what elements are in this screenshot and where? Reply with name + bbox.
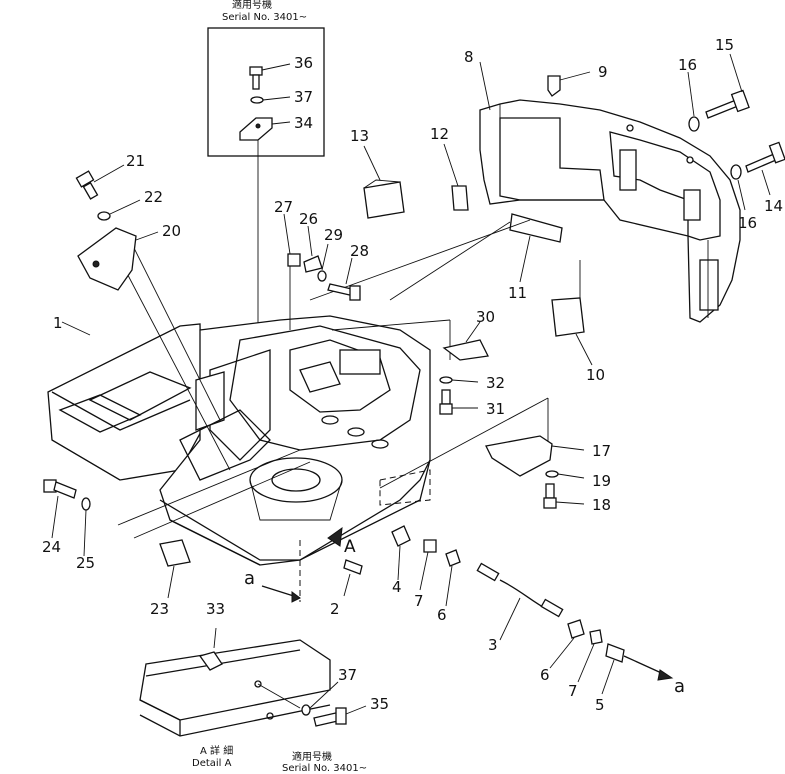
washer-29 [317,270,327,282]
bottom-serial-jp: 適用号機 [292,750,332,763]
part-label-6a: 6 [437,606,447,624]
cover-17 [485,435,553,477]
part-label-37a: 37 [294,88,313,106]
part-label-10: 10 [586,366,605,384]
bolt-36 [249,66,263,90]
top-inset-frame [207,27,325,157]
part-label-25: 25 [76,554,95,572]
bolt-35 [313,705,367,727]
part-label-13: 13 [350,127,369,145]
bolt-14 [745,141,785,196]
part-labels: 1 2 3 4 5 6 6 7 7 8 9 10 11 12 13 14 15 … [42,36,783,714]
part-label-19: 19 [592,472,611,490]
part-label-28: 28 [350,242,369,260]
plate-13 [363,179,405,219]
elbow-4 [391,525,411,581]
part-label-36: 36 [294,54,313,72]
bolt-28 [327,257,361,301]
part-label-23: 23 [150,600,169,618]
part-label-5: 5 [595,696,605,714]
part-label-21: 21 [126,152,145,170]
part-label-9: 9 [598,63,608,81]
part-label-2: 2 [330,600,340,618]
part-label-30: 30 [476,308,495,326]
fitting-5 [605,643,625,663]
fitting-2 [343,559,363,597]
plate-26 [303,255,323,273]
bolt-18 [543,483,585,509]
plate-12 [451,185,469,211]
detail-arrow [327,526,343,547]
bolt-21 [75,164,125,200]
view-a-left-label: a [244,568,255,589]
part-label-34: 34 [294,114,313,132]
plate-11 [509,213,563,243]
washer-16b [730,164,742,180]
view-a-right [623,655,674,681]
part-label-27: 27 [274,198,293,216]
part-label-29: 29 [324,226,343,244]
counterweight-8 [479,61,741,323]
detail-jp: A 詳 細 [200,744,233,757]
washer-32 [439,376,453,384]
view-a-right-label: a [674,676,685,697]
washer-22 [97,211,111,221]
part-label-17: 17 [592,442,611,460]
top-inset: 適用号機 Serial No. 3401~ [207,0,325,330]
bottom-serial-en: Serial No. 3401~ [282,763,367,774]
hose-3 [476,562,564,641]
part-label-7a: 7 [414,592,424,610]
part-label-16a: 16 [678,56,697,74]
plug-9 [547,71,591,97]
fitting-7a [423,539,437,553]
detail-en: Detail A [192,758,232,769]
view-a-left [261,540,301,603]
part-label-8: 8 [464,48,474,66]
part-label-14: 14 [764,197,783,215]
bolt-24 [43,479,77,539]
fitting-7b [589,629,603,645]
washer-16a [688,116,700,132]
plate-30 [442,339,489,361]
bracket-23 [159,539,191,567]
part-label-22: 22 [144,188,163,206]
part-label-16b: 16 [738,214,757,232]
part-label-20: 20 [162,222,181,240]
part-label-11: 11 [508,284,527,302]
top-serial-jp: 適用号機 [232,0,272,11]
part-label-35: 35 [370,695,389,713]
top-serial-en: Serial No. 3401~ [222,12,307,23]
part-label-7b: 7 [568,682,578,700]
washer-19 [545,470,559,478]
part-label-15: 15 [715,36,734,54]
washer-37b [301,704,311,716]
plate-10 [551,297,585,337]
part-label-26: 26 [299,210,318,228]
part-label-6b: 6 [540,666,550,684]
part-label-32: 32 [486,374,505,392]
washer-25 [81,497,91,511]
part-label-24: 24 [42,538,61,556]
part-label-4: 4 [392,578,402,596]
bolt-31 [439,389,478,415]
bracket-34 [239,117,273,141]
bracket-20 [77,227,159,291]
part-label-31: 31 [486,400,505,418]
bolt-15 [705,53,750,119]
part-label-3: 3 [488,636,498,654]
washer-37 [250,96,264,104]
part-label-37b: 37 [338,666,357,684]
detail-a-view [139,627,367,737]
part-label-33: 33 [206,600,225,618]
detail-arrow-label: A [344,537,356,557]
main-frame-1 [47,315,431,566]
nut-6b [567,619,585,639]
part-label-12: 12 [430,125,449,143]
part-label-1: 1 [53,314,63,332]
part-label-18: 18 [592,496,611,514]
nut-6a [445,549,461,567]
bushing-27 [287,253,301,267]
